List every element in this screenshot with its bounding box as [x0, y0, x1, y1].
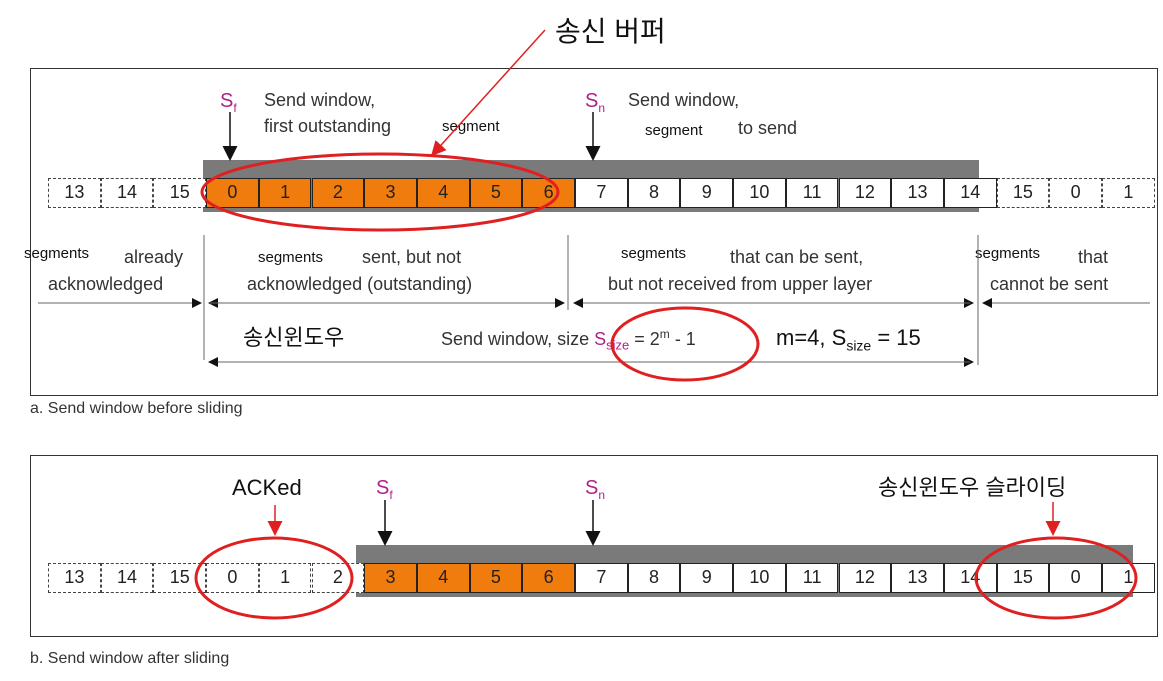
panel-a-cell-8: 5 — [469, 178, 523, 208]
region4-text-a: that — [1078, 247, 1109, 267]
panel-a-cell-18: 15 — [996, 178, 1050, 208]
region4-segments: segments — [975, 245, 1041, 262]
acked-ellipse — [194, 536, 354, 620]
panel-a-cell-17: 14 — [943, 178, 997, 208]
sf-label-line1: Send window, — [264, 90, 376, 110]
panel-b-cell-20: 1 — [1102, 563, 1155, 593]
panel-b-cell-16: 13 — [891, 563, 944, 593]
panel-a-cell-11: 8 — [627, 178, 681, 208]
panel-a-cell-5: 2 — [311, 178, 365, 208]
panel-a-cell-3: 0 — [206, 178, 259, 208]
panel-b-cell-13: 10 — [733, 563, 786, 593]
region4-text-b: cannot be sent — [990, 274, 1109, 294]
send-window-korean: 송신윈도우 — [243, 325, 345, 350]
sliding-korean-label: 송신윈도우 슬라이딩 — [878, 475, 1067, 500]
panel-b-cell-9: 6 — [522, 563, 575, 593]
panel-b-cell-15: 12 — [838, 563, 892, 593]
panel-b-cell-11: 8 — [627, 563, 681, 593]
window-size-ellipse — [610, 306, 760, 382]
panel-b-cell-0: 13 — [48, 563, 101, 593]
panel-a-cell-15: 12 — [838, 178, 892, 208]
title-send-buffer: 송신 버퍼 — [555, 16, 666, 47]
panel-b-cell-18: 15 — [996, 563, 1050, 593]
title-pointer-arrow — [430, 29, 546, 157]
panel-b-cell-12: 9 — [680, 563, 734, 593]
panel-a-cell-14: 11 — [785, 178, 839, 208]
panel-b-cell-8: 5 — [469, 563, 523, 593]
caption-a: a. Send window before sliding — [30, 400, 243, 417]
panel-a-cell-13: 10 — [733, 178, 786, 208]
panel-a-cell-16: 13 — [891, 178, 944, 208]
panel-a-cell-4: 1 — [258, 178, 312, 208]
window-size-formula: Send window, size Ssize = 2m - 1 — [441, 327, 696, 353]
region3-text-a: that can be sent, — [730, 247, 864, 267]
sn-label-segment: segment — [645, 122, 703, 139]
panel-b-cell-5: 2 — [311, 563, 365, 593]
panel-b-cell-10: 7 — [575, 563, 628, 593]
panel-b-cell-4: 1 — [258, 563, 312, 593]
acked-label: ACKed — [232, 475, 302, 500]
region2-text-a: sent, but not — [362, 247, 462, 267]
panel-a-cell-2: 15 — [153, 178, 207, 208]
panel-b-cell-1: 14 — [100, 563, 154, 593]
region2-segments: segments — [258, 249, 324, 266]
panel-a-cell-12: 9 — [680, 178, 734, 208]
sf-symbol-b: Sf — [376, 477, 393, 502]
panel-a-cell-6: 3 — [364, 178, 417, 208]
region1-text-b: acknowledged — [48, 274, 164, 294]
panel-a-cell-0: 13 — [48, 178, 101, 208]
panel-b-cell-3: 0 — [206, 563, 259, 593]
region1-segments: segments — [24, 245, 90, 262]
sf-label-line2: first outstanding — [264, 116, 392, 136]
panel-a-cell-7: 4 — [416, 178, 470, 208]
outstanding-ellipse — [200, 152, 560, 232]
panel-b-cell-7: 4 — [416, 563, 470, 593]
panel-b-cell-14: 11 — [785, 563, 839, 593]
m-value-text: m=4, Ssize = 15 — [776, 325, 921, 354]
caption-b: b. Send window after sliding — [30, 650, 230, 667]
panel-a-cell-19: 0 — [1049, 178, 1102, 208]
region1-text-a: already — [124, 247, 184, 267]
panel-a-cell-10: 7 — [575, 178, 628, 208]
panel-b-cell-6: 3 — [364, 563, 417, 593]
panel-a — [30, 68, 1158, 396]
sf-label-segment: segment — [442, 118, 500, 135]
sn-symbol-a: Sn — [585, 90, 606, 115]
panel-a-cell-20: 1 — [1102, 178, 1155, 208]
sn-label-line1: Send window, — [628, 90, 740, 110]
sn-label-line2: to send — [738, 118, 798, 138]
sn-symbol-b: Sn — [585, 477, 606, 502]
sliding-ellipse — [974, 536, 1138, 620]
panel-b-cell-19: 0 — [1049, 563, 1102, 593]
region3-text-b: but not received from upper layer — [608, 274, 873, 294]
region2-text-b: acknowledged (outstanding) — [247, 274, 473, 294]
sf-symbol-a: Sf — [220, 90, 237, 115]
panel-a-cell-1: 14 — [100, 178, 154, 208]
region3-segments: segments — [621, 245, 687, 262]
